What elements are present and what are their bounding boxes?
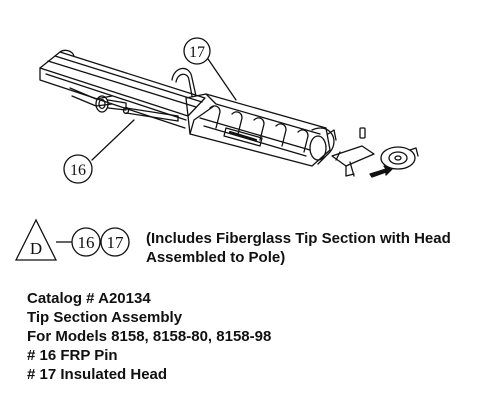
assembly-name: Tip Section Assembly bbox=[27, 309, 183, 326]
compatible-models: For Models 8158, 8158-80, 8158-98 bbox=[27, 328, 272, 345]
frp-pin bbox=[122, 106, 179, 122]
catalog-info: Catalog # A20134 Tip Section Assembly Fo… bbox=[27, 289, 271, 384]
part-17-name: # 17 Insulated Head bbox=[27, 366, 168, 383]
small-pin bbox=[359, 127, 366, 139]
inner-tube bbox=[69, 87, 127, 113]
callout-16: 16 bbox=[63, 154, 93, 184]
leader-line-16 bbox=[91, 119, 135, 161]
kit-part-16-circle bbox=[71, 227, 101, 257]
kit-description-line-1: (Includes Fiberglass Tip Section with He… bbox=[146, 230, 451, 247]
direction-arrow bbox=[369, 165, 393, 178]
triangle-icon bbox=[14, 218, 58, 261]
kit-description-line-2: Assembled to Pole) bbox=[146, 249, 286, 266]
callout-16-label: 16 bbox=[70, 162, 86, 179]
callout-17: 17 bbox=[183, 37, 211, 65]
kit-letter: D bbox=[30, 239, 42, 258]
tip-hardware bbox=[331, 145, 419, 177]
kit-symbol: D 16 17 bbox=[14, 218, 130, 261]
insulated-head bbox=[171, 67, 337, 167]
kit-part-17: 17 bbox=[107, 233, 125, 252]
kit-part-16: 16 bbox=[78, 233, 95, 252]
catalog-number: Catalog # A20134 bbox=[27, 290, 151, 307]
leader-line-17 bbox=[205, 55, 237, 101]
part-16-name: # 16 FRP Pin bbox=[27, 347, 118, 364]
fiberglass-pole bbox=[39, 49, 206, 129]
callout-17-label: 17 bbox=[189, 44, 205, 61]
kit-description: (Includes Fiberglass Tip Section with He… bbox=[146, 229, 491, 267]
kit-part-17-circle bbox=[100, 227, 130, 257]
